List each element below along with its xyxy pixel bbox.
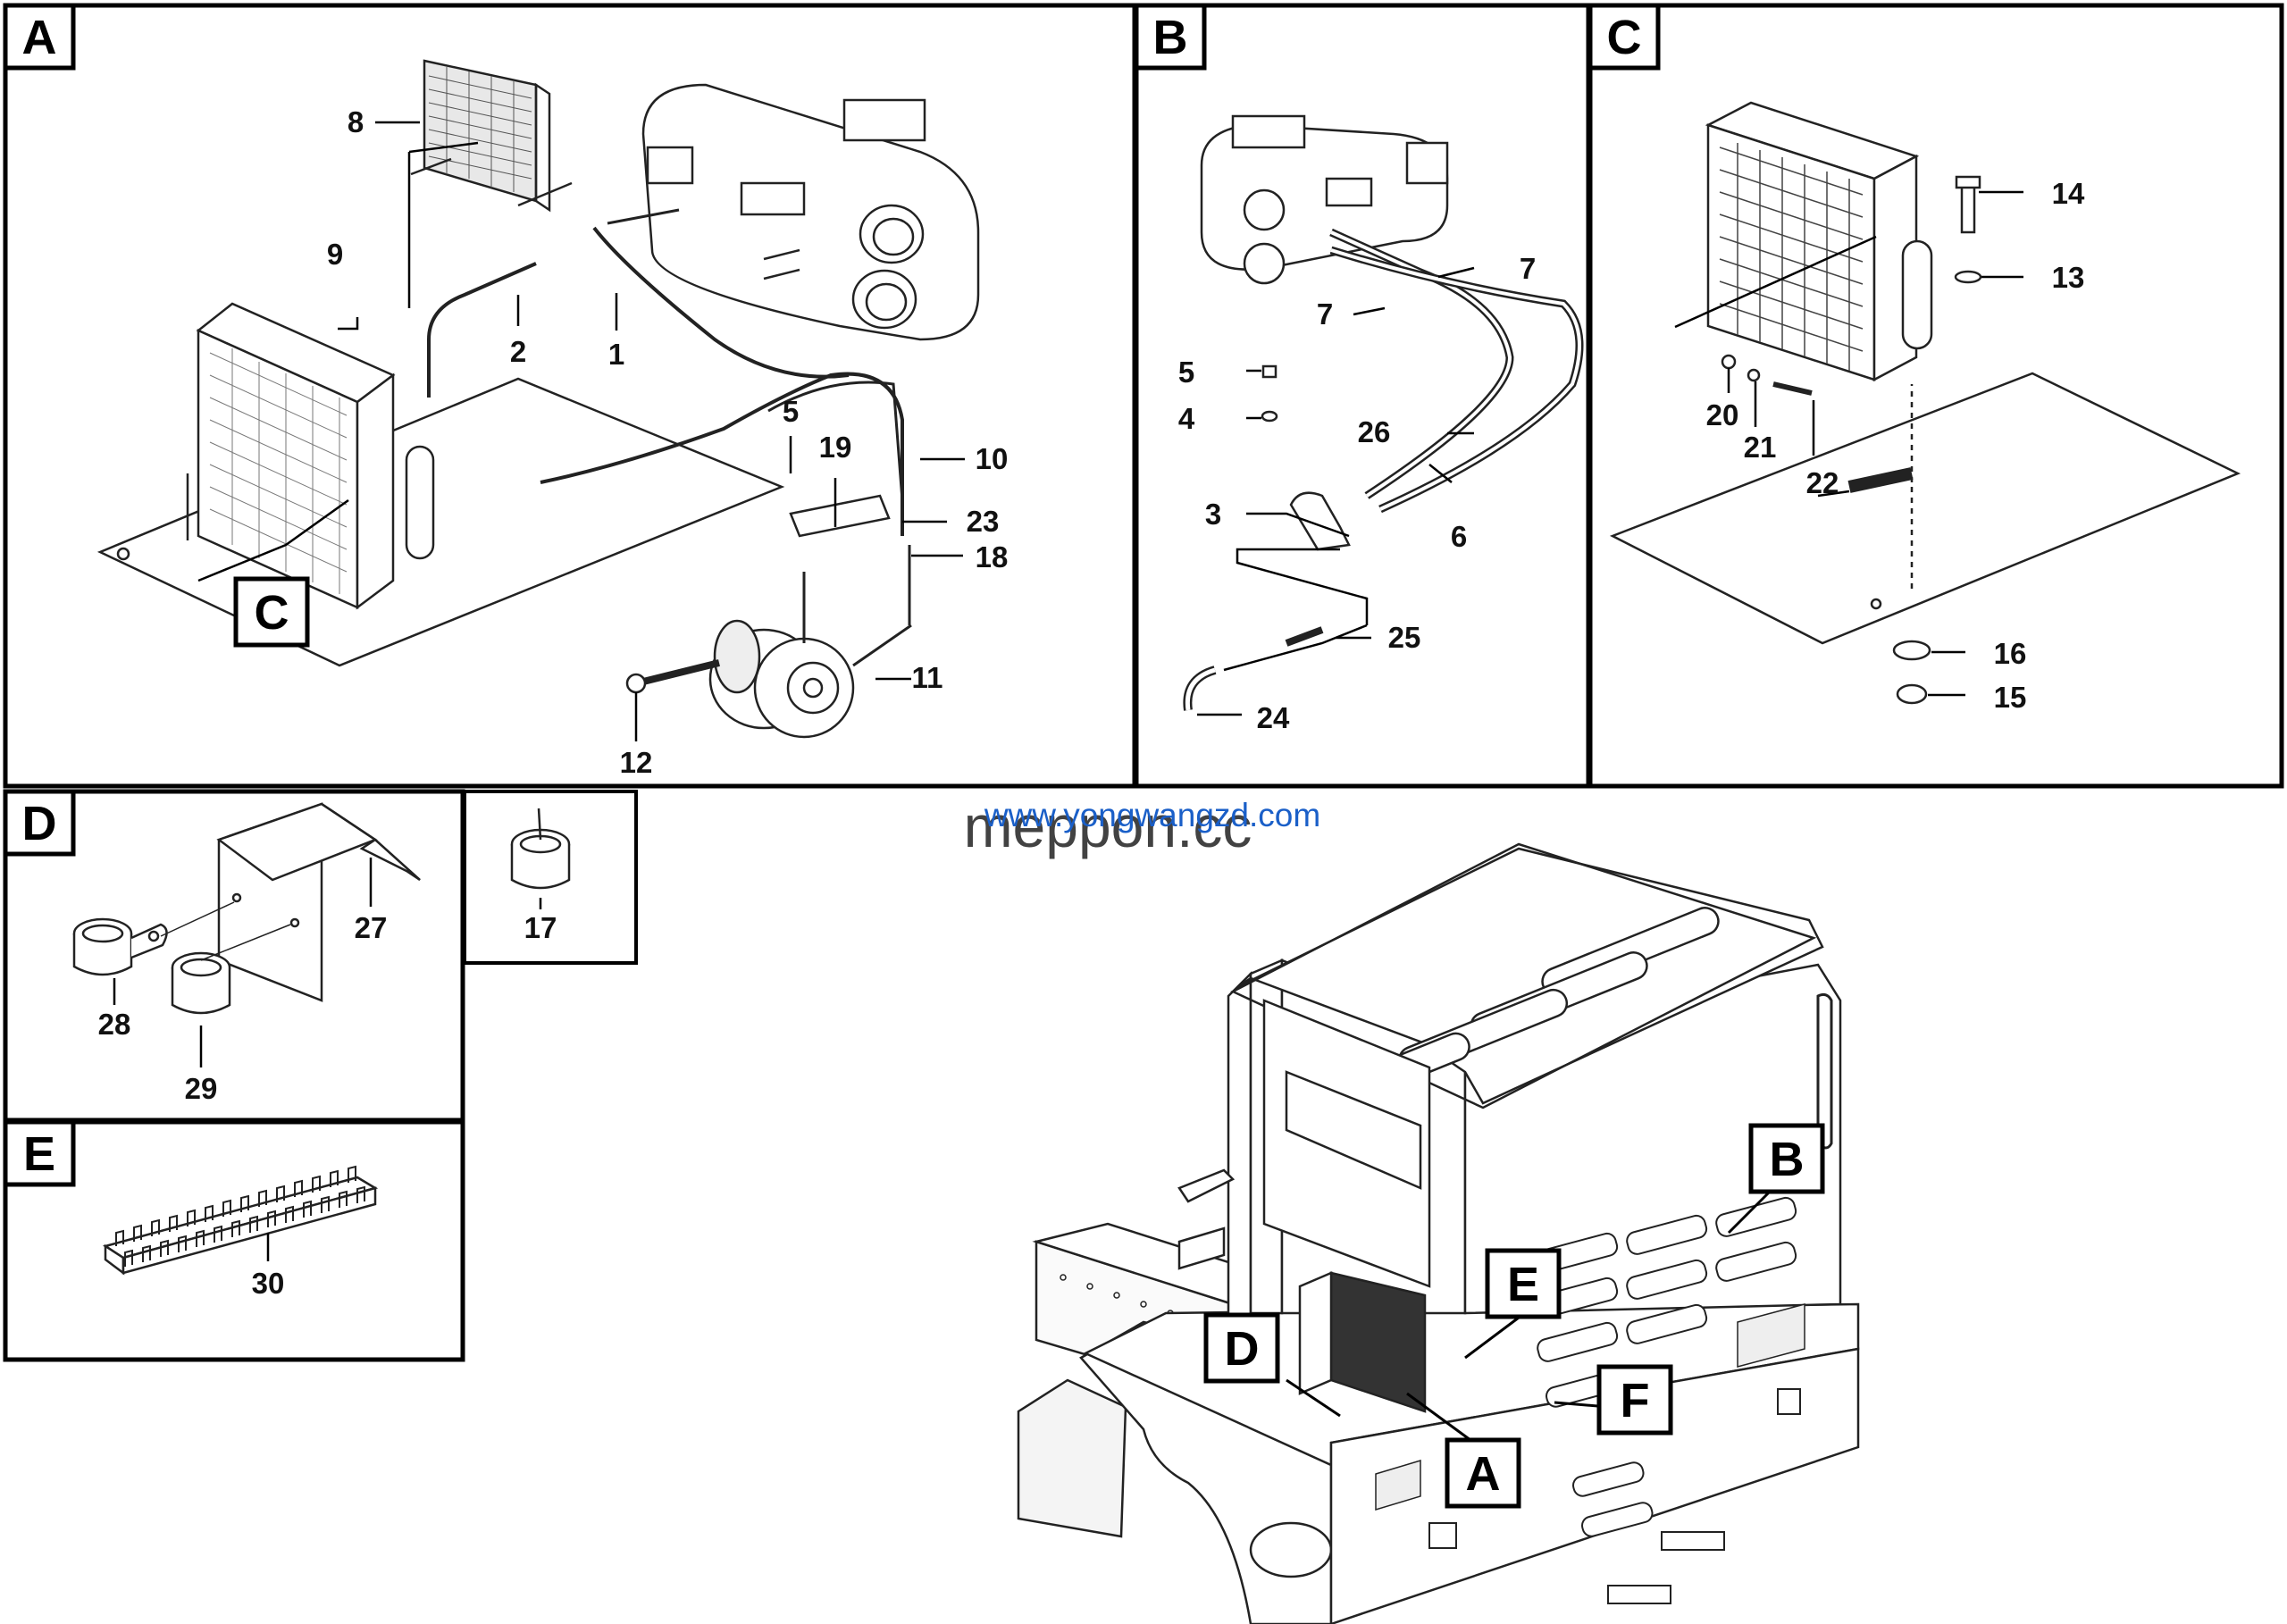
part-number: 1: [608, 338, 624, 371]
part-number: 9: [327, 238, 343, 271]
svg-text:D: D: [22, 797, 57, 850]
panel-c-frame: [1587, 3, 2284, 789]
fitting-25: [1285, 626, 1324, 647]
svg-text:B: B: [1153, 11, 1188, 64]
part-number: 23: [967, 505, 1000, 538]
svg-text:A: A: [22, 11, 57, 64]
callout-box-a: A: [1445, 1437, 1521, 1509]
part-number: 14: [2052, 177, 2085, 210]
panel-a-drawing: [96, 59, 980, 741]
panel-a-frame: [3, 3, 1137, 789]
part-number: 7: [1520, 252, 1536, 285]
bolt-14: [1960, 181, 1976, 234]
panel-b-frame: [1134, 3, 1591, 789]
panel-b-drawing: [1183, 114, 1584, 716]
panel-label-d: D: [3, 789, 76, 857]
part-number: 24: [1257, 701, 1290, 734]
bracket-19: [789, 494, 891, 538]
bolt-12: [635, 659, 720, 687]
clamp-29-icon: [171, 951, 231, 1015]
part-number: 22: [1806, 466, 1839, 499]
svg-text:F: F: [1621, 1374, 1650, 1427]
hose-26-inner: [1330, 230, 1512, 498]
panel-e-drawing: [102, 1165, 379, 1276]
compressor-icon: [708, 545, 912, 739]
edge-trim-30-icon: [102, 1165, 379, 1276]
hose-2: [427, 262, 537, 398]
heater-unit-icon: [641, 83, 980, 341]
callout-box-b: B: [1748, 1123, 1825, 1194]
part-number: 29: [185, 1072, 218, 1105]
part-number: 13: [2052, 261, 2085, 294]
part-number: 30: [252, 1267, 285, 1300]
part-number: 10: [976, 442, 1009, 475]
watermark-secondary: meppon.cc: [964, 793, 1252, 859]
panel-d-drawing: [72, 802, 421, 1067]
callout-box-c: C: [233, 576, 310, 648]
panel-a-part-numbers: 8 9 2 1 5 19 10 23 18 11 12: [327, 105, 1009, 779]
panel-17-frame: [463, 790, 638, 965]
part-number: 21: [1744, 431, 1777, 464]
panel-label-a: A: [3, 3, 76, 71]
part-number: 5: [783, 395, 799, 428]
svg-text:C: C: [255, 586, 289, 640]
part-number: 20: [1706, 398, 1739, 431]
clamp-17-icon: [510, 808, 571, 890]
svg-text:E: E: [23, 1127, 55, 1181]
part-number: 25: [1388, 621, 1421, 654]
floor-plate: [1609, 372, 2241, 645]
panel-label-c: C: [1587, 3, 1661, 71]
part-number: 12: [620, 746, 653, 779]
part-number: 3: [1205, 498, 1221, 531]
panel-b-part-numbers: 7 7 5 4 26 3 6 25 24: [1178, 252, 1536, 734]
panel-d-part-numbers: 27 28 29: [98, 911, 388, 1105]
part-number: 26: [1358, 415, 1391, 448]
clamp-3-icon: [1289, 491, 1351, 551]
part-number: 15: [1994, 681, 2027, 714]
heater-unit-icon: [1200, 114, 1449, 285]
panel-17-drawing: [510, 808, 571, 909]
watermark-primary: www.yongwangzd.com: [984, 797, 1320, 833]
radiator-icon: [186, 302, 435, 610]
clamp-28-icon: [72, 917, 168, 976]
mounting-bar-22: [1847, 467, 1914, 493]
hose-6-inner: [1330, 248, 1581, 511]
panel-c-part-numbers: 14 13 20 21 22 16 15: [1706, 177, 2085, 714]
radiator-icon: [1705, 101, 1933, 382]
part-number: 17: [524, 911, 557, 944]
part-number: 6: [1451, 520, 1467, 553]
part-number: 8: [348, 105, 364, 138]
panel-label-b: B: [1134, 3, 1207, 71]
hose-1b: [592, 226, 850, 379]
hose-10: [767, 381, 904, 501]
panel-e-frame: [3, 1119, 465, 1362]
panel-label-e: E: [3, 1119, 76, 1187]
svg-text:E: E: [1507, 1258, 1539, 1311]
part-number: 11: [912, 661, 943, 694]
svg-text:C: C: [1607, 11, 1642, 64]
part-number: 27: [355, 911, 388, 944]
part-number: 18: [976, 540, 1009, 573]
callout-box-f: F: [1596, 1364, 1673, 1436]
part-number: 2: [510, 335, 526, 368]
panel-c-drawing: [1609, 101, 2241, 705]
svg-text:B: B: [1770, 1133, 1805, 1186]
callout-box-d: D: [1203, 1312, 1280, 1384]
truck-cab-overview: [1017, 842, 1860, 1624]
part-number: 7: [1317, 297, 1333, 331]
svg-text:A: A: [1466, 1447, 1501, 1501]
svg-text:D: D: [1225, 1322, 1260, 1376]
part-number: 28: [98, 1008, 131, 1041]
installed-radiator: [1298, 1271, 1427, 1413]
part-number: 4: [1178, 402, 1195, 435]
part-number: 16: [1994, 637, 2027, 670]
callout-box-e: E: [1485, 1248, 1562, 1319]
part-number: 19: [819, 431, 852, 464]
condenser-icon: [410, 59, 573, 213]
part-number: 5: [1178, 356, 1194, 389]
bracket-27-icon: [216, 802, 421, 1002]
